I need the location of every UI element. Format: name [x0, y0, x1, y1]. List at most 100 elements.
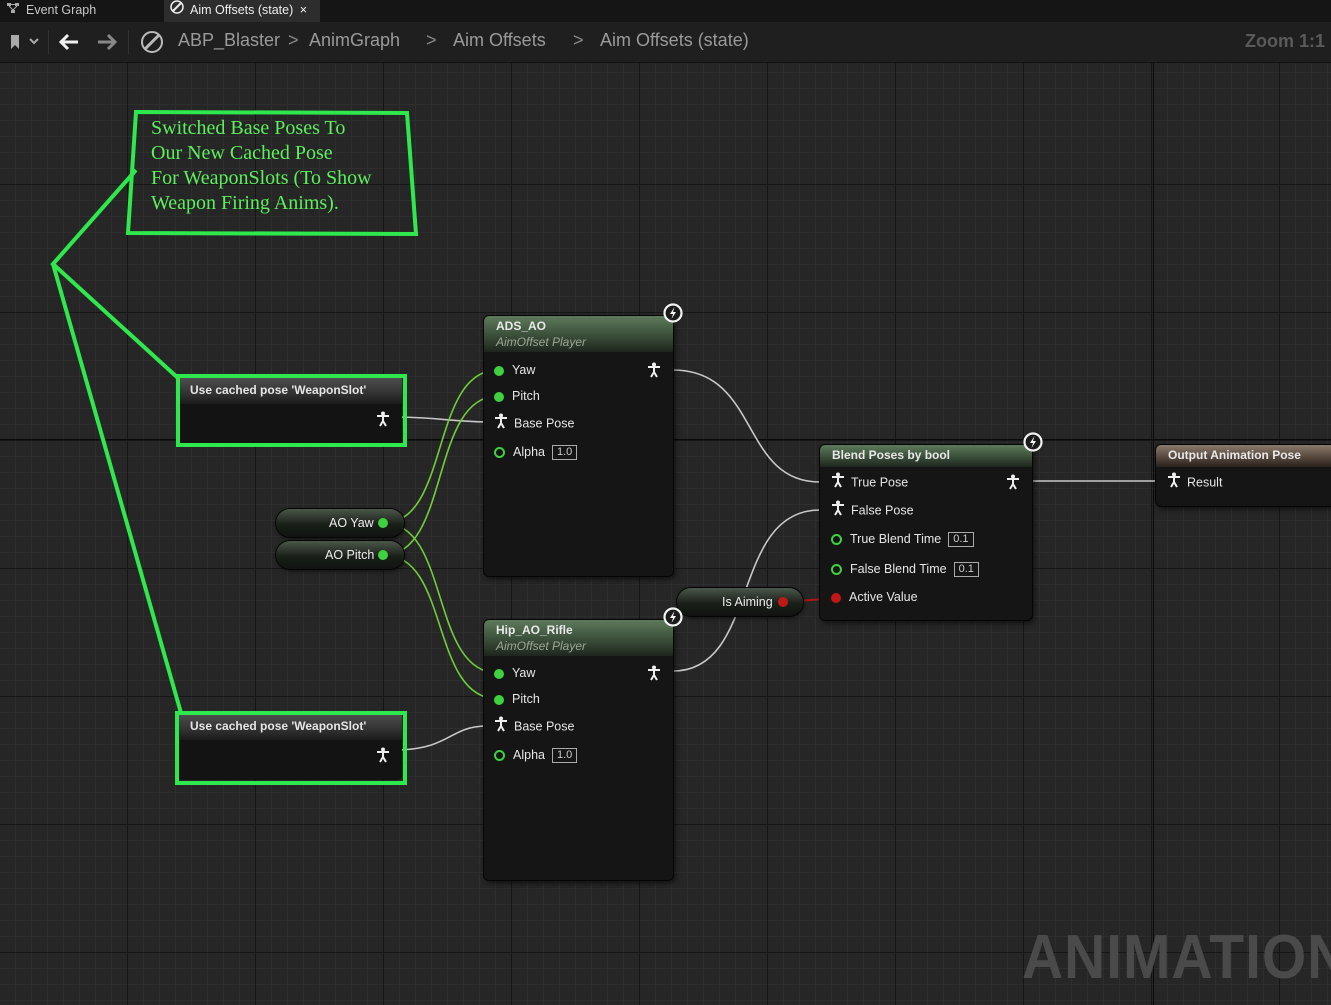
float-pin-icon	[831, 534, 842, 546]
back-button[interactable]	[58, 32, 80, 57]
person-icon	[831, 472, 845, 494]
alpha-input-pin[interactable]: Alpha 1.0	[494, 745, 578, 765]
pin-label: Alpha	[513, 445, 545, 459]
alpha-value-field[interactable]: 1.0	[551, 748, 578, 764]
bool-pin-icon	[831, 592, 841, 603]
pose-wire[interactable]	[399, 725, 486, 751]
pin-label: False Blend Time	[850, 562, 947, 576]
person-icon	[494, 716, 508, 738]
graph-type-watermark: ANIMATION	[1022, 923, 1331, 992]
ao-pitch-variable-node[interactable]: AO Pitch	[276, 541, 404, 569]
bool-output-pin[interactable]	[778, 597, 788, 607]
tab-event-graph[interactable]: Event Graph	[6, 0, 156, 22]
pose-output-pin[interactable]	[647, 362, 661, 383]
ads-ao-node[interactable]: ADS_AO AimOffset Player Yaw Pitch Base P…	[484, 316, 673, 576]
true-pose-input-pin[interactable]: True Pose	[831, 472, 908, 492]
true-blend-time-field[interactable]: 0.1	[948, 532, 974, 548]
float-wire[interactable]	[383, 395, 499, 556]
variable-label: AO Yaw	[329, 516, 374, 530]
false-pose-input-pin[interactable]: False Pose	[831, 500, 914, 520]
variable-label: Is Aiming	[722, 595, 773, 609]
output-animation-pose-node[interactable]: Output Animation Pose Result	[1156, 445, 1331, 506]
alpha-input-pin[interactable]: Alpha 1.0	[494, 442, 578, 462]
breadcrumb-separator: >	[288, 30, 299, 50]
person-icon	[831, 500, 845, 522]
pitch-input-pin[interactable]: Pitch	[494, 386, 540, 406]
active-value-input-pin[interactable]: Active Value	[831, 587, 918, 607]
pose-output-pin[interactable]	[376, 747, 390, 768]
pin-label: True Blend Time	[850, 532, 942, 546]
bookmark-menu-button[interactable]	[8, 33, 42, 56]
node-title: Output Animation Pose	[1168, 448, 1301, 462]
breadcrumb-aim-offsets-state[interactable]: Aim Offsets (state)	[600, 30, 749, 50]
float-pin-icon	[831, 564, 842, 576]
pose-output-pin[interactable]	[1006, 474, 1020, 495]
float-pin-icon	[494, 694, 504, 705]
pose-wire[interactable]	[399, 416, 486, 423]
person-icon	[1167, 472, 1181, 494]
float-pin-icon	[494, 447, 505, 459]
person-icon	[1007, 474, 1019, 490]
forward-button[interactable]	[96, 32, 118, 57]
graph-toolbar: ABP_Blaster > AnimGraph > Aim Offsets > …	[0, 22, 1331, 63]
variable-label: AO Pitch	[325, 548, 375, 562]
blend-poses-by-bool-node[interactable]: Blend Poses by bool True Pose False Pose…	[820, 445, 1032, 620]
yaw-input-pin[interactable]: Yaw	[494, 663, 535, 683]
float-output-pin[interactable]	[378, 550, 388, 560]
true-blend-time-input-pin[interactable]: True Blend Time 0.1	[831, 529, 974, 549]
pin-label: Yaw	[512, 666, 536, 680]
tab-label: Aim Offsets (state)	[190, 3, 294, 17]
ao-yaw-variable-node[interactable]: AO Yaw	[276, 509, 404, 537]
pin-label: Alpha	[513, 748, 545, 762]
float-pin-icon	[494, 391, 504, 402]
fast-path-icon	[663, 303, 683, 323]
annotation-note: Switched Base Poses To Our New Cached Po…	[151, 116, 409, 216]
false-blend-time-input-pin[interactable]: False Blend Time 0.1	[831, 559, 979, 579]
node-title: Use cached pose 'WeaponSlot'	[178, 376, 402, 404]
float-wire[interactable]	[383, 522, 499, 674]
base-pose-input-pin[interactable]: Base Pose	[494, 716, 574, 736]
annotation-line: Weapon Firing Anims).	[151, 192, 339, 214]
breadcrumb-aim-offsets[interactable]: Aim Offsets	[453, 30, 546, 50]
breadcrumb-animgraph[interactable]: AnimGraph	[309, 30, 401, 50]
float-wire[interactable]	[383, 369, 499, 524]
person-icon	[648, 665, 660, 681]
node-title: Use cached pose 'WeaponSlot'	[178, 712, 402, 740]
close-icon[interactable]: ×	[299, 3, 308, 17]
float-pin-icon	[494, 365, 504, 376]
graph-icon	[6, 0, 20, 21]
base-pose-input-pin[interactable]: Base Pose	[494, 413, 574, 433]
node-title: Hip_AO_Rifle	[496, 623, 573, 637]
tab-bar: Event Graph Aim Offsets (state) ×	[0, 0, 1331, 22]
alpha-value-field[interactable]: 1.0	[551, 445, 578, 461]
cached-pose-node[interactable]: Use cached pose 'WeaponSlot'	[178, 712, 402, 780]
node-header: ADS_AO AimOffset Player	[484, 316, 673, 352]
tab-aim-offsets-state[interactable]: Aim Offsets (state) ×	[164, 0, 320, 22]
node-header: Blend Poses by bool	[820, 445, 1032, 467]
pose-wire[interactable]	[672, 369, 821, 483]
node-header: Hip_AO_Rifle AimOffset Player	[484, 620, 673, 656]
node-title: Blend Poses by bool	[832, 448, 951, 462]
graph-origin-axis	[1153, 63, 1154, 1005]
float-wire[interactable]	[383, 554, 499, 700]
fast-path-icon	[1023, 432, 1043, 452]
node-subtitle: AimOffset Player	[496, 639, 587, 653]
person-icon	[377, 747, 389, 763]
pose-output-pin[interactable]	[376, 411, 390, 432]
cached-pose-node[interactable]: Use cached pose 'WeaponSlot'	[178, 376, 402, 444]
hip-ao-rifle-node[interactable]: Hip_AO_Rifle AimOffset Player Yaw Pitch …	[484, 620, 673, 880]
pin-label: Yaw	[512, 363, 536, 377]
node-header: Output Animation Pose	[1156, 445, 1331, 467]
false-blend-time-field[interactable]: 0.1	[953, 562, 979, 578]
is-aiming-variable-node[interactable]: Is Aiming	[677, 588, 803, 616]
pin-label: False Pose	[851, 503, 914, 518]
result-input-pin[interactable]: Result	[1167, 472, 1222, 492]
pose-output-pin[interactable]	[647, 665, 661, 686]
state-graph-icon	[140, 30, 164, 59]
float-output-pin[interactable]	[378, 518, 388, 528]
person-icon	[648, 362, 660, 378]
yaw-input-pin[interactable]: Yaw	[494, 360, 535, 380]
breadcrumb-abp-blaster[interactable]: ABP_Blaster	[178, 30, 281, 50]
pin-label: True Pose	[851, 475, 909, 490]
pitch-input-pin[interactable]: Pitch	[494, 689, 540, 709]
